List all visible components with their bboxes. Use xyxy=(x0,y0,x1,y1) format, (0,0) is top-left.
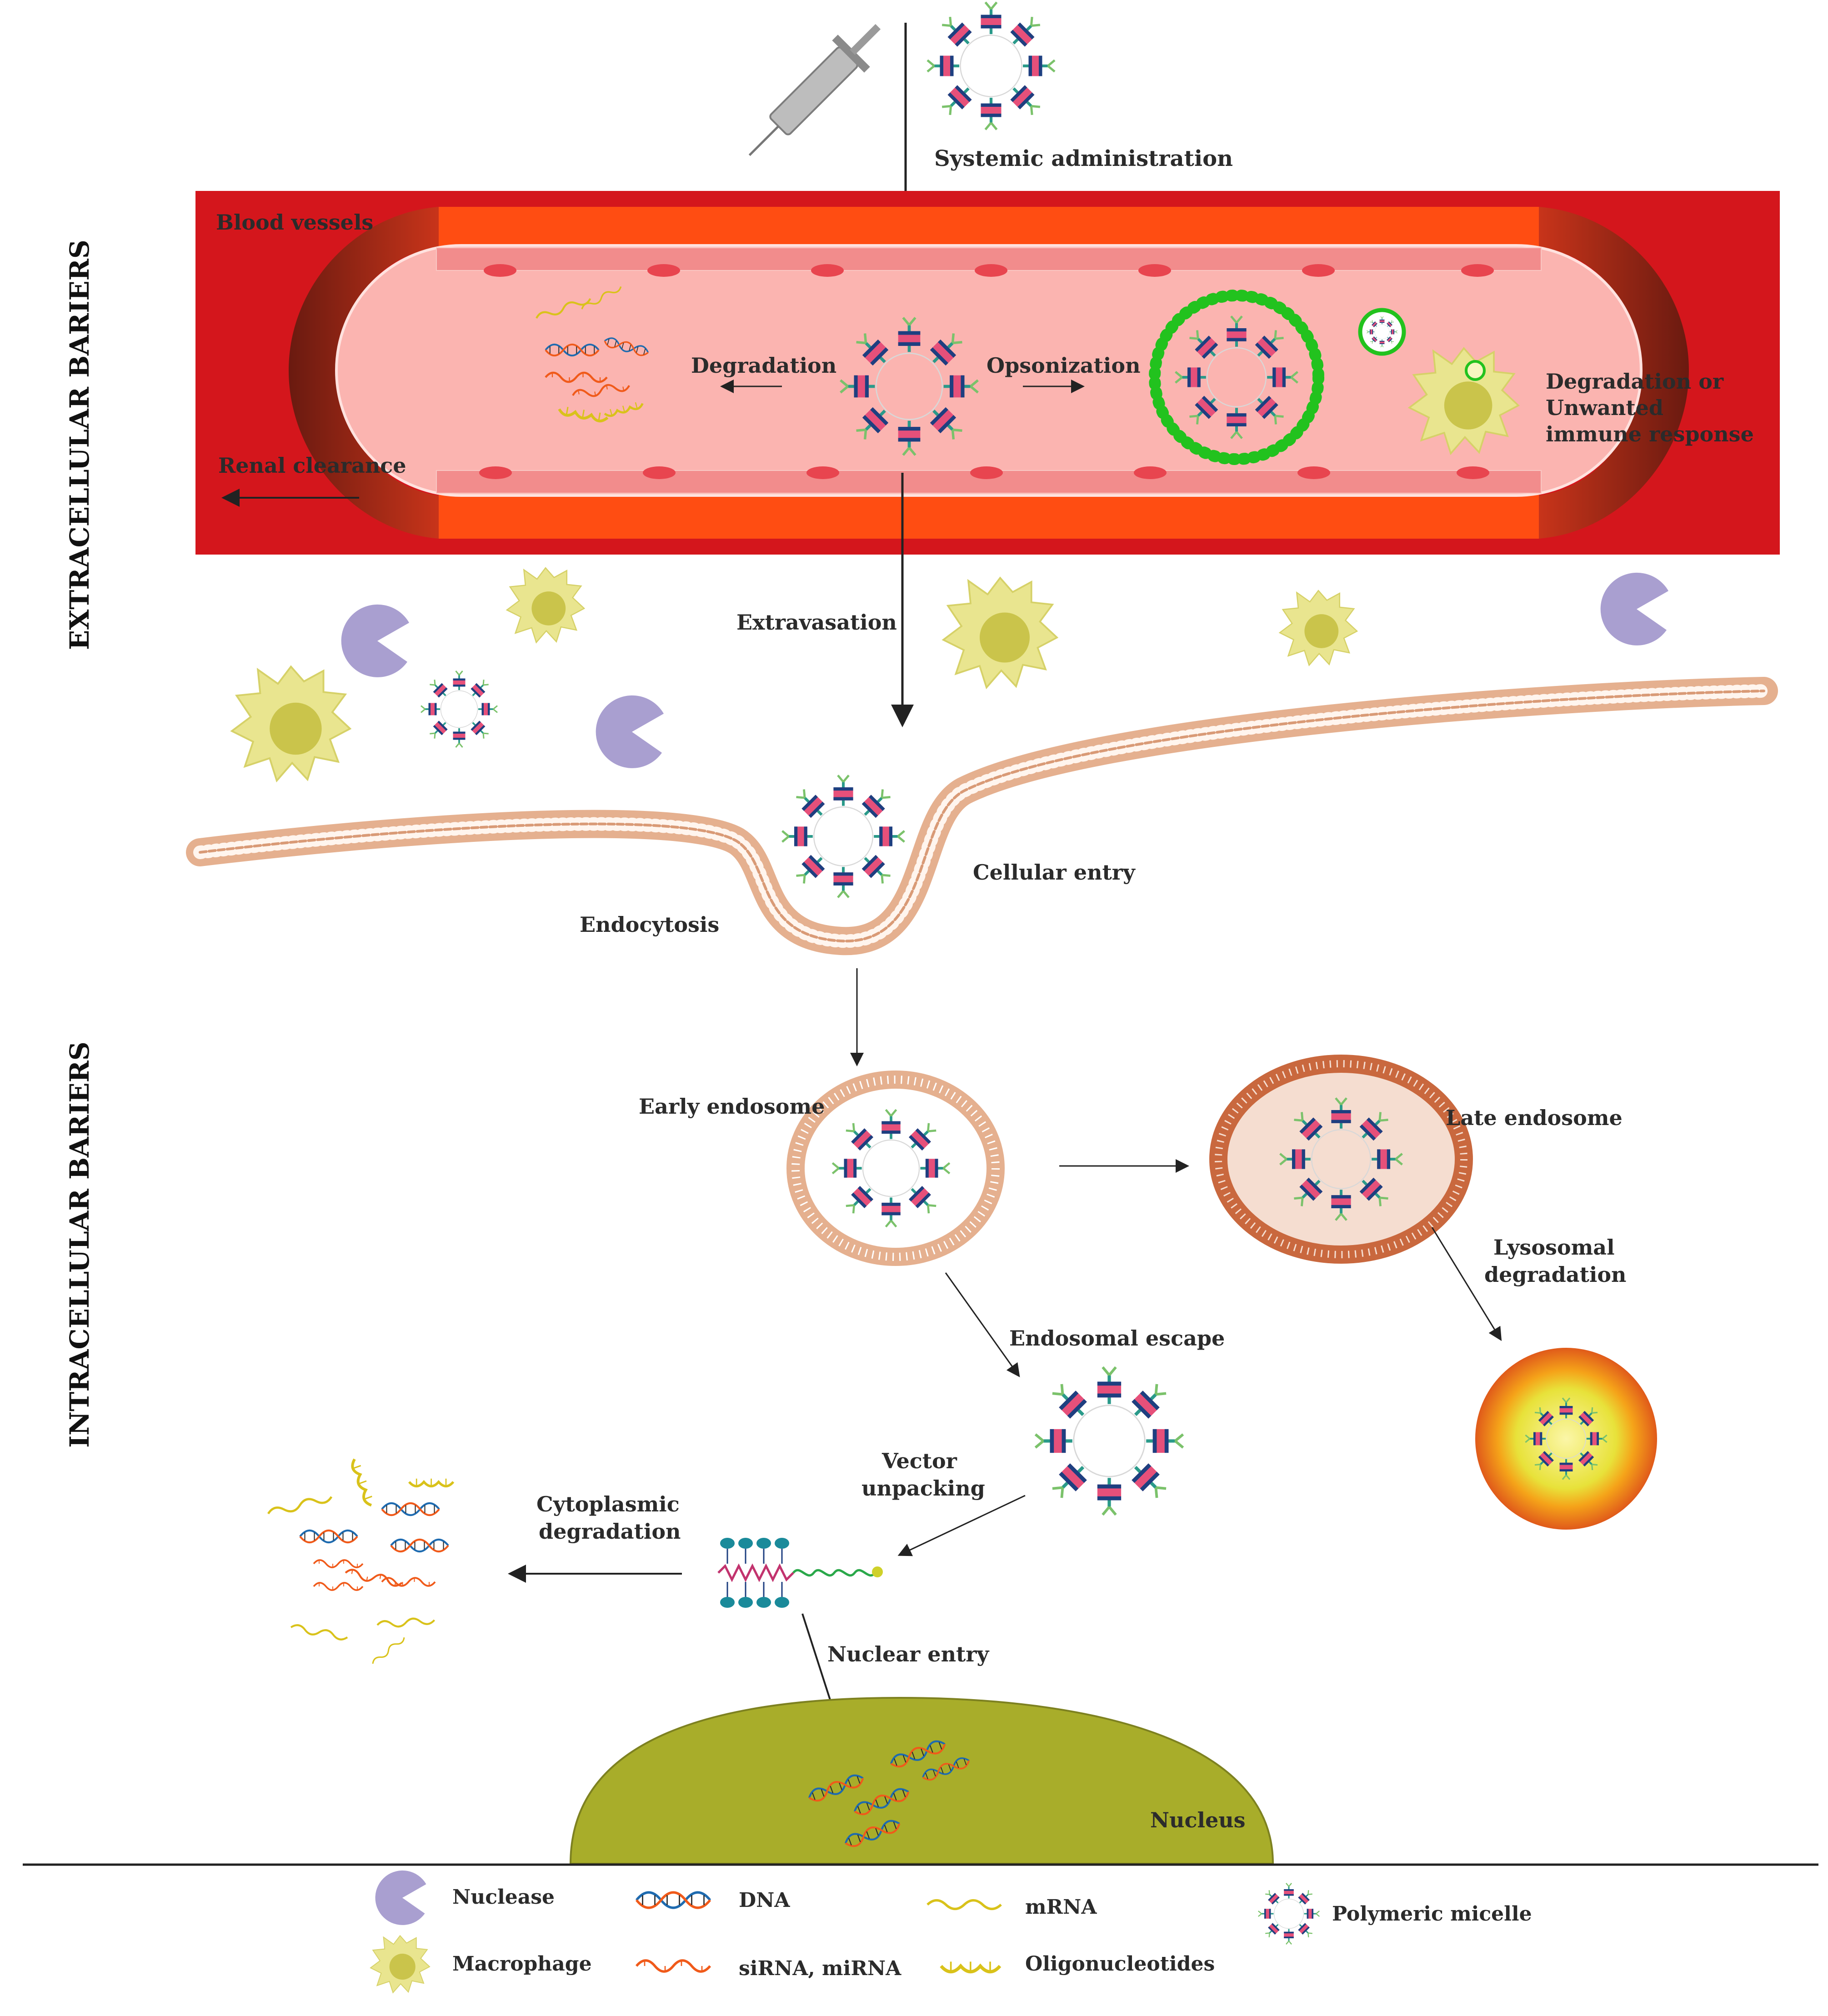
late-endosome xyxy=(1209,1055,1473,1264)
label-renal-clearance: Renal clearance xyxy=(218,453,406,478)
label-nuclear-entry: Nuclear entry xyxy=(827,1642,989,1666)
legend-mrna: mRNA xyxy=(1025,1896,1097,1919)
legend-nuclease: Nuclease xyxy=(452,1886,555,1909)
legend-oligo: Oligonucleotides xyxy=(1025,1952,1215,1976)
micelle-extracellular xyxy=(421,671,497,747)
cell-membrane xyxy=(186,677,1778,955)
nuclease-2 xyxy=(596,695,664,768)
label-vector: Vector xyxy=(881,1449,957,1473)
nucleus xyxy=(569,1696,1274,1865)
label-degradation: Degradation xyxy=(691,353,836,378)
label-extravasation: Extravasation xyxy=(736,610,897,635)
label-cytoplasmic-degradation: degradation xyxy=(539,1519,681,1544)
blood-vessel xyxy=(195,191,1780,555)
macrophage-4 xyxy=(1279,590,1358,666)
label-unwanted: Unwanted xyxy=(1546,395,1663,420)
arrow-vector-unpacking xyxy=(897,1495,1026,1556)
label-lysosomal-degradation: degradation xyxy=(1484,1262,1626,1287)
unpacked-vector xyxy=(717,1538,883,1608)
legend-nuclease-icon xyxy=(375,1870,426,1925)
label-endocytosis: Endocytosis xyxy=(580,912,719,937)
label-opsonization: Opsonization xyxy=(987,353,1141,378)
label-blood-vessels: Blood vessels xyxy=(216,210,373,235)
legend-micelle: Polymeric micelle xyxy=(1332,1902,1532,1926)
legend-micelle-icon xyxy=(1258,1883,1319,1944)
lysosome xyxy=(1475,1348,1657,1530)
label-cellular-entry: Cellular entry xyxy=(973,860,1136,885)
early-endosome xyxy=(786,1071,1005,1266)
nuclease-3 xyxy=(1600,572,1668,645)
macrophage-1 xyxy=(506,567,585,643)
legend-mrna-icon xyxy=(927,1901,1001,1909)
side-label-extracellular: EXTRACELLULAR BARIERS xyxy=(64,240,95,650)
label-degradation-or: Degradation or xyxy=(1546,369,1724,394)
engulfed-micelle xyxy=(1465,360,1486,381)
label-nucleus: Nucleus xyxy=(1150,1808,1246,1832)
legend-oligo-icon xyxy=(941,1961,1000,1971)
macrophage-3 xyxy=(942,577,1058,689)
label-unpacking: unpacking xyxy=(861,1476,985,1501)
arrow-to-lysosome xyxy=(1431,1227,1502,1341)
label-lysosomal: Lysosomal xyxy=(1493,1235,1615,1260)
label-endosomal-escape: Endosomal escape xyxy=(1009,1326,1225,1351)
legend-dna: DNA xyxy=(739,1889,790,1912)
syringe-icon xyxy=(748,24,881,156)
legend-macrophage: Macrophage xyxy=(452,1952,592,1976)
legend-sirna: siRNA, miRNA xyxy=(739,1957,901,1980)
nuclease-1 xyxy=(341,604,409,677)
label-late-endosome: Late endosome xyxy=(1446,1106,1623,1130)
arrow-endosomal-escape xyxy=(945,1272,1020,1377)
label-early-endosome: Early endosome xyxy=(639,1094,825,1119)
micelle-escaped xyxy=(1036,1367,1183,1515)
small-opsonized-micelle xyxy=(1358,308,1406,356)
label-cytoplasmic: Cytoplasmic xyxy=(536,1492,680,1516)
micelle-systemic xyxy=(927,2,1055,130)
label-systemic-administration: Systemic administration xyxy=(934,146,1233,171)
degraded-fragments-cytoplasm xyxy=(267,1458,453,1666)
legend: Nuclease Macrophage DNA siRNA, miRNA mRN… xyxy=(370,1870,1532,1993)
legend-macrophage-icon xyxy=(370,1935,430,1993)
legend-sirna-icon xyxy=(636,1960,710,1971)
label-immune-response: immune response xyxy=(1546,422,1754,446)
legend-dna-icon xyxy=(636,1892,710,1908)
micelle-endocytosis xyxy=(782,775,905,898)
opsonized-micelle xyxy=(1149,290,1324,465)
macrophage-2 xyxy=(231,665,351,782)
side-label-intracellular: INTRACELLULAR BARIERS xyxy=(64,1041,95,1448)
